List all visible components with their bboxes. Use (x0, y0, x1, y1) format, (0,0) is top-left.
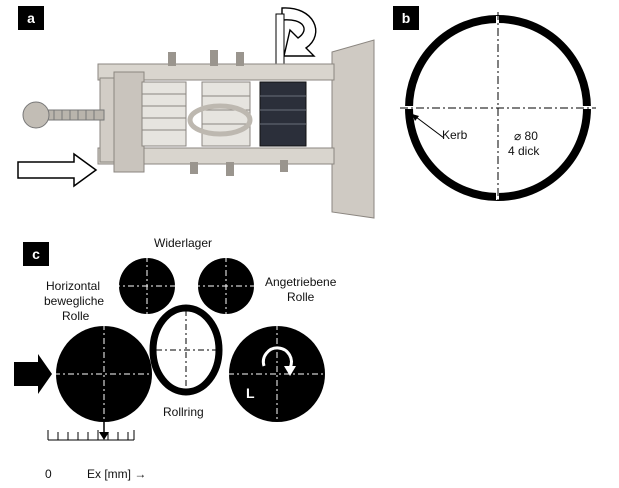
apparatus-photo (17, 7, 375, 219)
scale-unit-label: Ex [mm] → (87, 467, 147, 481)
notch-label: Kerb (442, 128, 468, 142)
movable-roller-label-3: Rolle (62, 309, 90, 323)
feed-arrow-icon (14, 354, 52, 394)
panel-a-label: a (18, 6, 44, 30)
driven-roller-label-1: Angetriebene (265, 275, 337, 289)
movable-roller (56, 326, 152, 422)
movable-roller-label-1: Horizontal (46, 279, 101, 293)
bottom-frame (97, 147, 335, 165)
thickness-label: 4 dick (508, 144, 540, 158)
rotation-arrow-icon (281, 7, 317, 57)
counter-bearing-label: Widerlager (154, 236, 213, 250)
notch-top (496, 16, 499, 26)
roller-schematic (14, 256, 326, 441)
side-plate (331, 39, 375, 219)
ring-drawing (400, 12, 596, 204)
scale-zero-label: 0 (45, 467, 52, 481)
roller-stack-driven (259, 81, 307, 147)
panel-c-label: c (23, 242, 49, 266)
test-ring (187, 103, 253, 137)
driven-roller-label-2: Rolle (287, 290, 315, 304)
rolling-ring-label: Rollring (163, 405, 204, 419)
notch-left (404, 106, 414, 109)
roller-stack-middle (201, 81, 251, 147)
driven-roller-marker: L (246, 385, 255, 401)
roller-stack-left (141, 81, 187, 147)
rotation-icon (261, 346, 293, 369)
panel-b-label: b (393, 6, 419, 30)
force-arrow-icon (17, 152, 98, 188)
driven-roller (229, 326, 325, 422)
left-mount (113, 71, 145, 173)
rotation-arrow-stem (275, 13, 285, 65)
scale-ticks (47, 430, 135, 440)
diameter-label: ⌀ 80 (514, 129, 538, 143)
movable-roller-label-2: bewegliche (44, 294, 105, 308)
adjusting-knob (22, 101, 50, 129)
